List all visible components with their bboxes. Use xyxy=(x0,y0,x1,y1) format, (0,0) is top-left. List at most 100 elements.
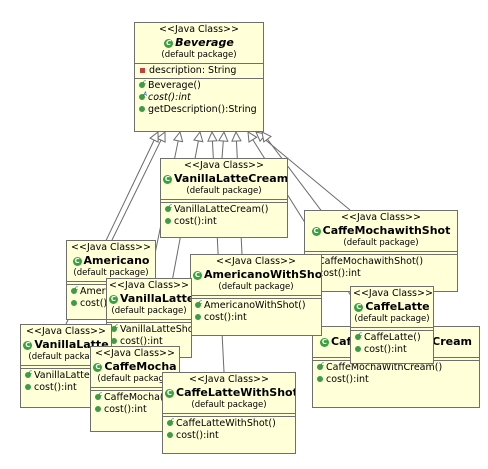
inheritance-arrowhead-americano xyxy=(156,130,166,143)
method-constructor[interactable]: VanillaLatte() xyxy=(24,367,108,382)
class-name: CaffeMochawithShot xyxy=(322,224,451,237)
class-icon: C xyxy=(311,227,321,236)
public-method-icon xyxy=(71,300,77,306)
methods-section: AmericanoWithShot() cost():int xyxy=(191,297,321,325)
methods-section: VanillaLatte() cost():int xyxy=(21,367,111,395)
fields-section xyxy=(305,252,457,255)
public-method-icon xyxy=(165,218,171,224)
constructor-icon xyxy=(25,367,32,379)
public-method-icon xyxy=(111,338,117,344)
constructor-icon xyxy=(195,297,202,309)
constructor-icon xyxy=(111,321,118,333)
method-cost[interactable]: cost():int xyxy=(110,336,188,348)
class-vanillalatteshot[interactable]: <<Java Class>> CVanillaLatteShot (defaul… xyxy=(106,278,192,358)
fields-section xyxy=(163,414,295,417)
class-name: AmericanoWithShot xyxy=(204,268,322,281)
method-cost[interactable]: cost():int xyxy=(70,298,152,310)
stereotype: <<Java Class>> xyxy=(216,256,296,267)
class-icon: C xyxy=(23,341,33,350)
methods-section: CaffeLatte() cost():int xyxy=(351,329,433,357)
method-cost[interactable]: cost():int xyxy=(354,344,430,356)
class-icon: C xyxy=(163,175,172,184)
package-label: (default package) xyxy=(218,282,294,292)
package-label: (default package) xyxy=(111,306,187,316)
constructor-icon xyxy=(355,329,362,341)
method-constructor[interactable]: CaffeLatteWithShot() xyxy=(166,415,292,430)
class-icon: C xyxy=(193,271,202,280)
class-name: Beverage xyxy=(175,36,234,49)
methods-section: VanillaLatteCream() cost():int xyxy=(161,201,287,229)
method-cost[interactable]: cost():int xyxy=(308,268,454,280)
field-description[interactable]: description: String xyxy=(138,65,260,77)
public-method-icon xyxy=(95,406,101,412)
method-constructor[interactable]: CaffeMocha() xyxy=(94,389,176,404)
method-cost[interactable]: cost():int xyxy=(94,404,176,416)
fields-section xyxy=(351,328,433,331)
method-cost[interactable]: cost():int xyxy=(166,430,292,442)
package-label: (default package) xyxy=(191,400,267,410)
constructor-icon xyxy=(95,389,102,401)
fields-section xyxy=(191,296,321,299)
class-icon: C xyxy=(72,257,82,266)
class-name: VanillaLatteShot xyxy=(120,292,192,305)
public-method-icon xyxy=(317,376,323,382)
package-label: (default package) xyxy=(97,374,173,384)
method-cost[interactable]: cost():int xyxy=(24,382,108,394)
method-cost[interactable]: cost():int xyxy=(316,374,476,386)
stereotype: <<Java Class>> xyxy=(184,160,264,171)
inheritance-arrowhead-caffemochawithcream xyxy=(247,131,258,143)
constructor-icon xyxy=(317,359,324,371)
public-method-icon xyxy=(167,432,173,438)
method-cost[interactable]: cost():int xyxy=(138,89,260,104)
package-label: (default package) xyxy=(186,186,262,196)
method-constructor[interactable]: CaffeLatte() xyxy=(354,329,430,344)
stereotype: <<Java Class>> xyxy=(71,242,151,253)
abstract-class-icon: C xyxy=(164,39,174,48)
method-cost[interactable]: cost():int xyxy=(194,312,318,324)
stereotype: <<Java Class>> xyxy=(95,348,175,359)
inheritance-arrowhead-vanillalattecream xyxy=(217,130,229,142)
method-constructor[interactable]: VanillaLatteCream() xyxy=(164,201,284,216)
methods-section: CaffeLatteWithShot() cost():int xyxy=(163,415,295,443)
inheritance-arrowhead-caffelatte xyxy=(261,131,272,143)
methods-section: CaffeMochaWithCream() cost():int xyxy=(313,359,479,387)
stereotype: <<Java Class>> xyxy=(353,288,433,299)
method-constructor[interactable]: AmericanoWithShot() xyxy=(194,297,318,312)
class-name: Americano xyxy=(83,254,150,267)
method-get-description[interactable]: getDescription():String xyxy=(138,104,260,116)
stereotype: <<Java Class>> xyxy=(159,24,239,35)
method-cost[interactable]: cost():int xyxy=(164,216,284,228)
public-method-icon xyxy=(25,384,31,390)
constructor-icon xyxy=(139,77,146,89)
constructor-icon xyxy=(167,415,174,427)
public-method-icon xyxy=(139,106,145,112)
private-field-icon xyxy=(140,67,145,73)
inheritance-line-vanillalattecream xyxy=(221,140,224,159)
fields-section xyxy=(107,320,191,323)
inheritance-line-americano xyxy=(111,139,162,241)
package-label: (default package) xyxy=(343,238,419,248)
stereotype: <<Java Class>> xyxy=(341,212,421,223)
package-label: (default package) xyxy=(161,50,237,60)
methods-section: Beverage() cost():int getDescription():S… xyxy=(135,77,263,117)
inheritance-arrowhead-caffelattewithshot xyxy=(207,130,218,142)
method-constructor[interactable]: CaffeMochaWithCream() xyxy=(316,359,476,374)
method-constructor[interactable]: CaffeMochawithShot() xyxy=(308,253,454,268)
class-name: CaffeMocha xyxy=(104,360,177,373)
stereotype: <<Java Class>> xyxy=(26,326,106,337)
inheritance-arrowhead-caffemocha xyxy=(193,130,204,143)
fields-section xyxy=(91,388,179,391)
methods-section: VanillaLatteShot() cost():int xyxy=(107,321,191,349)
class-name: VanillaLatteCream xyxy=(174,172,288,185)
method-constructor[interactable]: Beverage() xyxy=(138,77,260,92)
method-constructor[interactable]: VanillaLatteShot() xyxy=(110,321,191,336)
package-label: (default package) xyxy=(73,268,149,278)
inheritance-arrowhead-americanowithshot xyxy=(231,130,242,142)
stereotype: <<Java Class>> xyxy=(189,374,269,385)
